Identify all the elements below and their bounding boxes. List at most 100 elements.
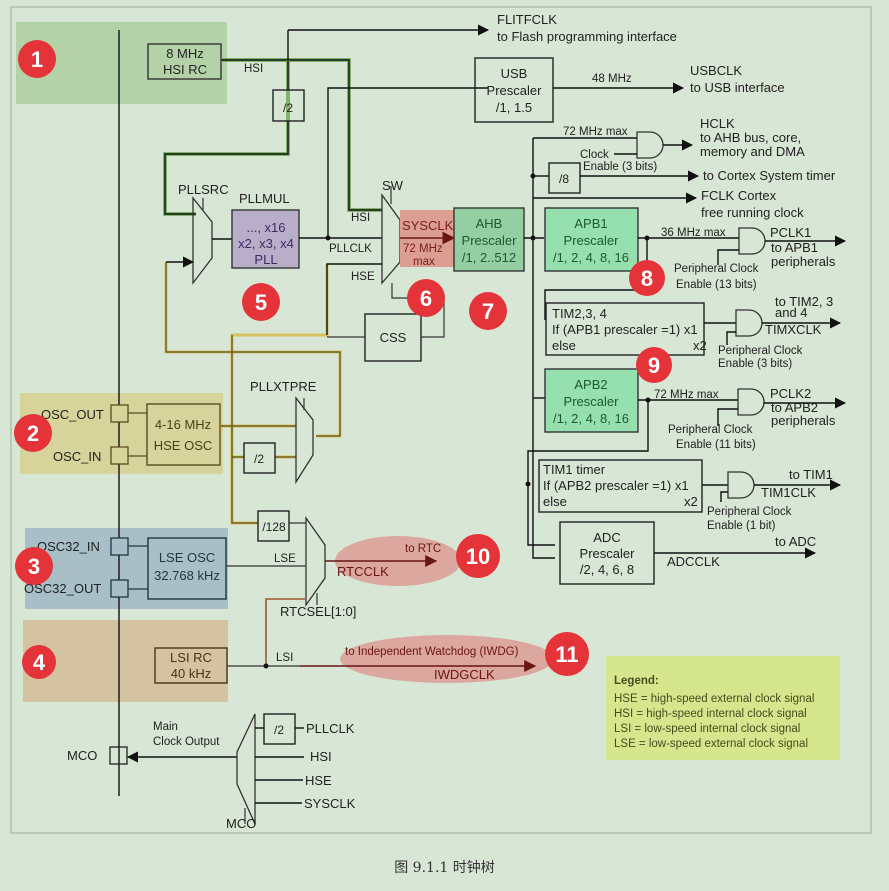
hsi-line1: 8 MHz (166, 46, 204, 61)
osc32-in-label: OSC32_IN (37, 539, 100, 554)
hse-div2-box (243, 442, 276, 474)
usbclk-label: USBCLK (690, 63, 742, 78)
svg-text:4: 4 (33, 650, 46, 675)
tim1-line3: else (543, 494, 567, 509)
timxclk-label: TIMXCLK (765, 322, 822, 337)
systimer-label: to Cortex System timer (703, 168, 836, 183)
lsi-rc-box (154, 647, 228, 684)
lse-line1: LSE OSC (159, 550, 215, 565)
div128-label: /128 (262, 520, 286, 534)
timxclk-desc2: and 4 (775, 305, 808, 320)
pllmul-label: PLLMUL (239, 191, 290, 206)
iwdg-desc: to Independent Watchdog (IWDG) (345, 646, 519, 658)
fclk-label: FCLK Cortex (701, 188, 777, 203)
lse-osc-box (147, 537, 227, 600)
mco-input-hsi: HSI (310, 749, 332, 764)
svg-text:10: 10 (466, 544, 490, 569)
iwdg-highlight (340, 635, 554, 683)
usb-prescaler-box (474, 57, 554, 123)
osc32-in-pin (110, 537, 129, 556)
legend-item-lse: LSE = low-speed external clock signal (614, 738, 808, 750)
apb2-prescaler-box (544, 368, 639, 433)
pclk1-desc2: peripherals (771, 254, 836, 269)
mco-input-pllclk: PLLCLK (306, 721, 355, 736)
ahb-line3: /1, 2..512 (462, 250, 516, 265)
legend-item-lsi: LSI = low-speed internal clock signal (614, 723, 800, 735)
mco-input-hse: HSE (305, 773, 332, 788)
sysclk-line2: 72 MHz (403, 243, 443, 255)
pllxtpre-label: PLLXTPRE (250, 379, 317, 394)
badge-5: 5 (242, 283, 280, 321)
sw-label: SW (382, 178, 404, 193)
lsi-wire-label: LSI (276, 652, 293, 664)
pclk1-desc1: to APB1 (771, 240, 818, 255)
hse-line2: HSE OSC (154, 438, 213, 453)
pclk1-label: PCLK1 (770, 225, 811, 240)
legend-title: Legend: (614, 675, 659, 687)
sw-hse-label: HSE (351, 271, 375, 283)
tim234-x2: x2 (693, 338, 707, 353)
adcclk-label: ADCCLK (667, 554, 720, 569)
usb-freq: 48 MHz (592, 73, 632, 85)
diagram-frame (10, 6, 872, 834)
mco-desc2: Clock Output (153, 736, 220, 748)
usb-line2: Prescaler (487, 83, 543, 98)
tim1clk-enable2: Enable (1 bit) (707, 520, 776, 532)
osc-in-label: OSC_IN (53, 449, 101, 464)
sysclk-line1: SYSCLK (402, 218, 454, 233)
pllsrc-label: PLLSRC (178, 182, 229, 197)
legend-item-hse: HSE = high-speed external clock signal (614, 693, 814, 705)
css-label: CSS (380, 330, 407, 345)
tim1clk-desc: to TIM1 (789, 467, 833, 482)
tim1-line1: TIM1 timer (543, 462, 606, 477)
osc-in-pin (110, 446, 129, 465)
hclk-enable1: Clock (580, 149, 609, 161)
mco-input-sysclk: SYSCLK (304, 796, 356, 811)
ahb-line2: Prescaler (462, 233, 518, 248)
pclk2-label: PCLK2 (770, 386, 811, 401)
tim234-line3: else (552, 338, 576, 353)
pclk2-desc1: to APB2 (771, 400, 818, 415)
badge-8: 8 (629, 260, 665, 296)
usb-line3: /1, 1.5 (496, 100, 532, 115)
hclk-desc1: to AHB bus, core, (700, 130, 801, 145)
pllxtpre-mux (295, 396, 314, 485)
pclk2-enable1: Peripheral Clock (668, 424, 753, 436)
apb1-freq: 36 MHz max (661, 227, 726, 239)
ahb-prescaler-box (453, 207, 525, 272)
apb2-line2: Prescaler (564, 394, 620, 409)
apb1-line2: Prescaler (564, 233, 620, 248)
badge-1: 1 (18, 40, 56, 78)
lse-line2: 32.768 kHz (154, 568, 220, 583)
pll-line3: PLL (254, 252, 277, 267)
adc-line2: Prescaler (580, 546, 636, 561)
lsi-line2: 40 kHz (171, 666, 211, 681)
badge-7: 7 (469, 292, 507, 330)
lse-wire-label: LSE (274, 553, 296, 565)
svg-text:8: 8 (641, 266, 653, 291)
pclk1-enable1: Peripheral Clock (674, 263, 759, 275)
div128-box (257, 510, 290, 542)
hclk-desc2: memory and DMA (700, 144, 805, 159)
badge-9: 9 (636, 347, 672, 383)
apb2-line3: /1, 2, 4, 8, 16 (553, 411, 629, 426)
osc-out-pin (110, 404, 129, 423)
div8-box (548, 162, 581, 194)
hclk-freq: 72 MHz max (563, 126, 628, 138)
badge-4: 4 (22, 645, 56, 679)
osc-out-label: OSC_OUT (41, 407, 104, 422)
pclk1-enable2: Enable (13 bits) (676, 279, 757, 291)
tim1-box (538, 459, 703, 513)
sysclk-line3: max (413, 256, 435, 268)
hsi-div2-box (272, 89, 305, 122)
apb2-freq: 72 MHz max (654, 389, 719, 401)
pll-line2: x2, x3, x4 (238, 236, 294, 251)
svg-text:6: 6 (420, 286, 432, 311)
svg-text:5: 5 (255, 290, 267, 315)
timxclk-enable1: Peripheral Clock (718, 345, 803, 357)
hse-div2-label: /2 (254, 452, 264, 466)
badge-10: 10 (456, 534, 500, 578)
mco-mux (236, 713, 256, 825)
iwdgclk-label: IWDGCLK (434, 667, 495, 682)
fclk-desc: free running clock (701, 205, 804, 220)
